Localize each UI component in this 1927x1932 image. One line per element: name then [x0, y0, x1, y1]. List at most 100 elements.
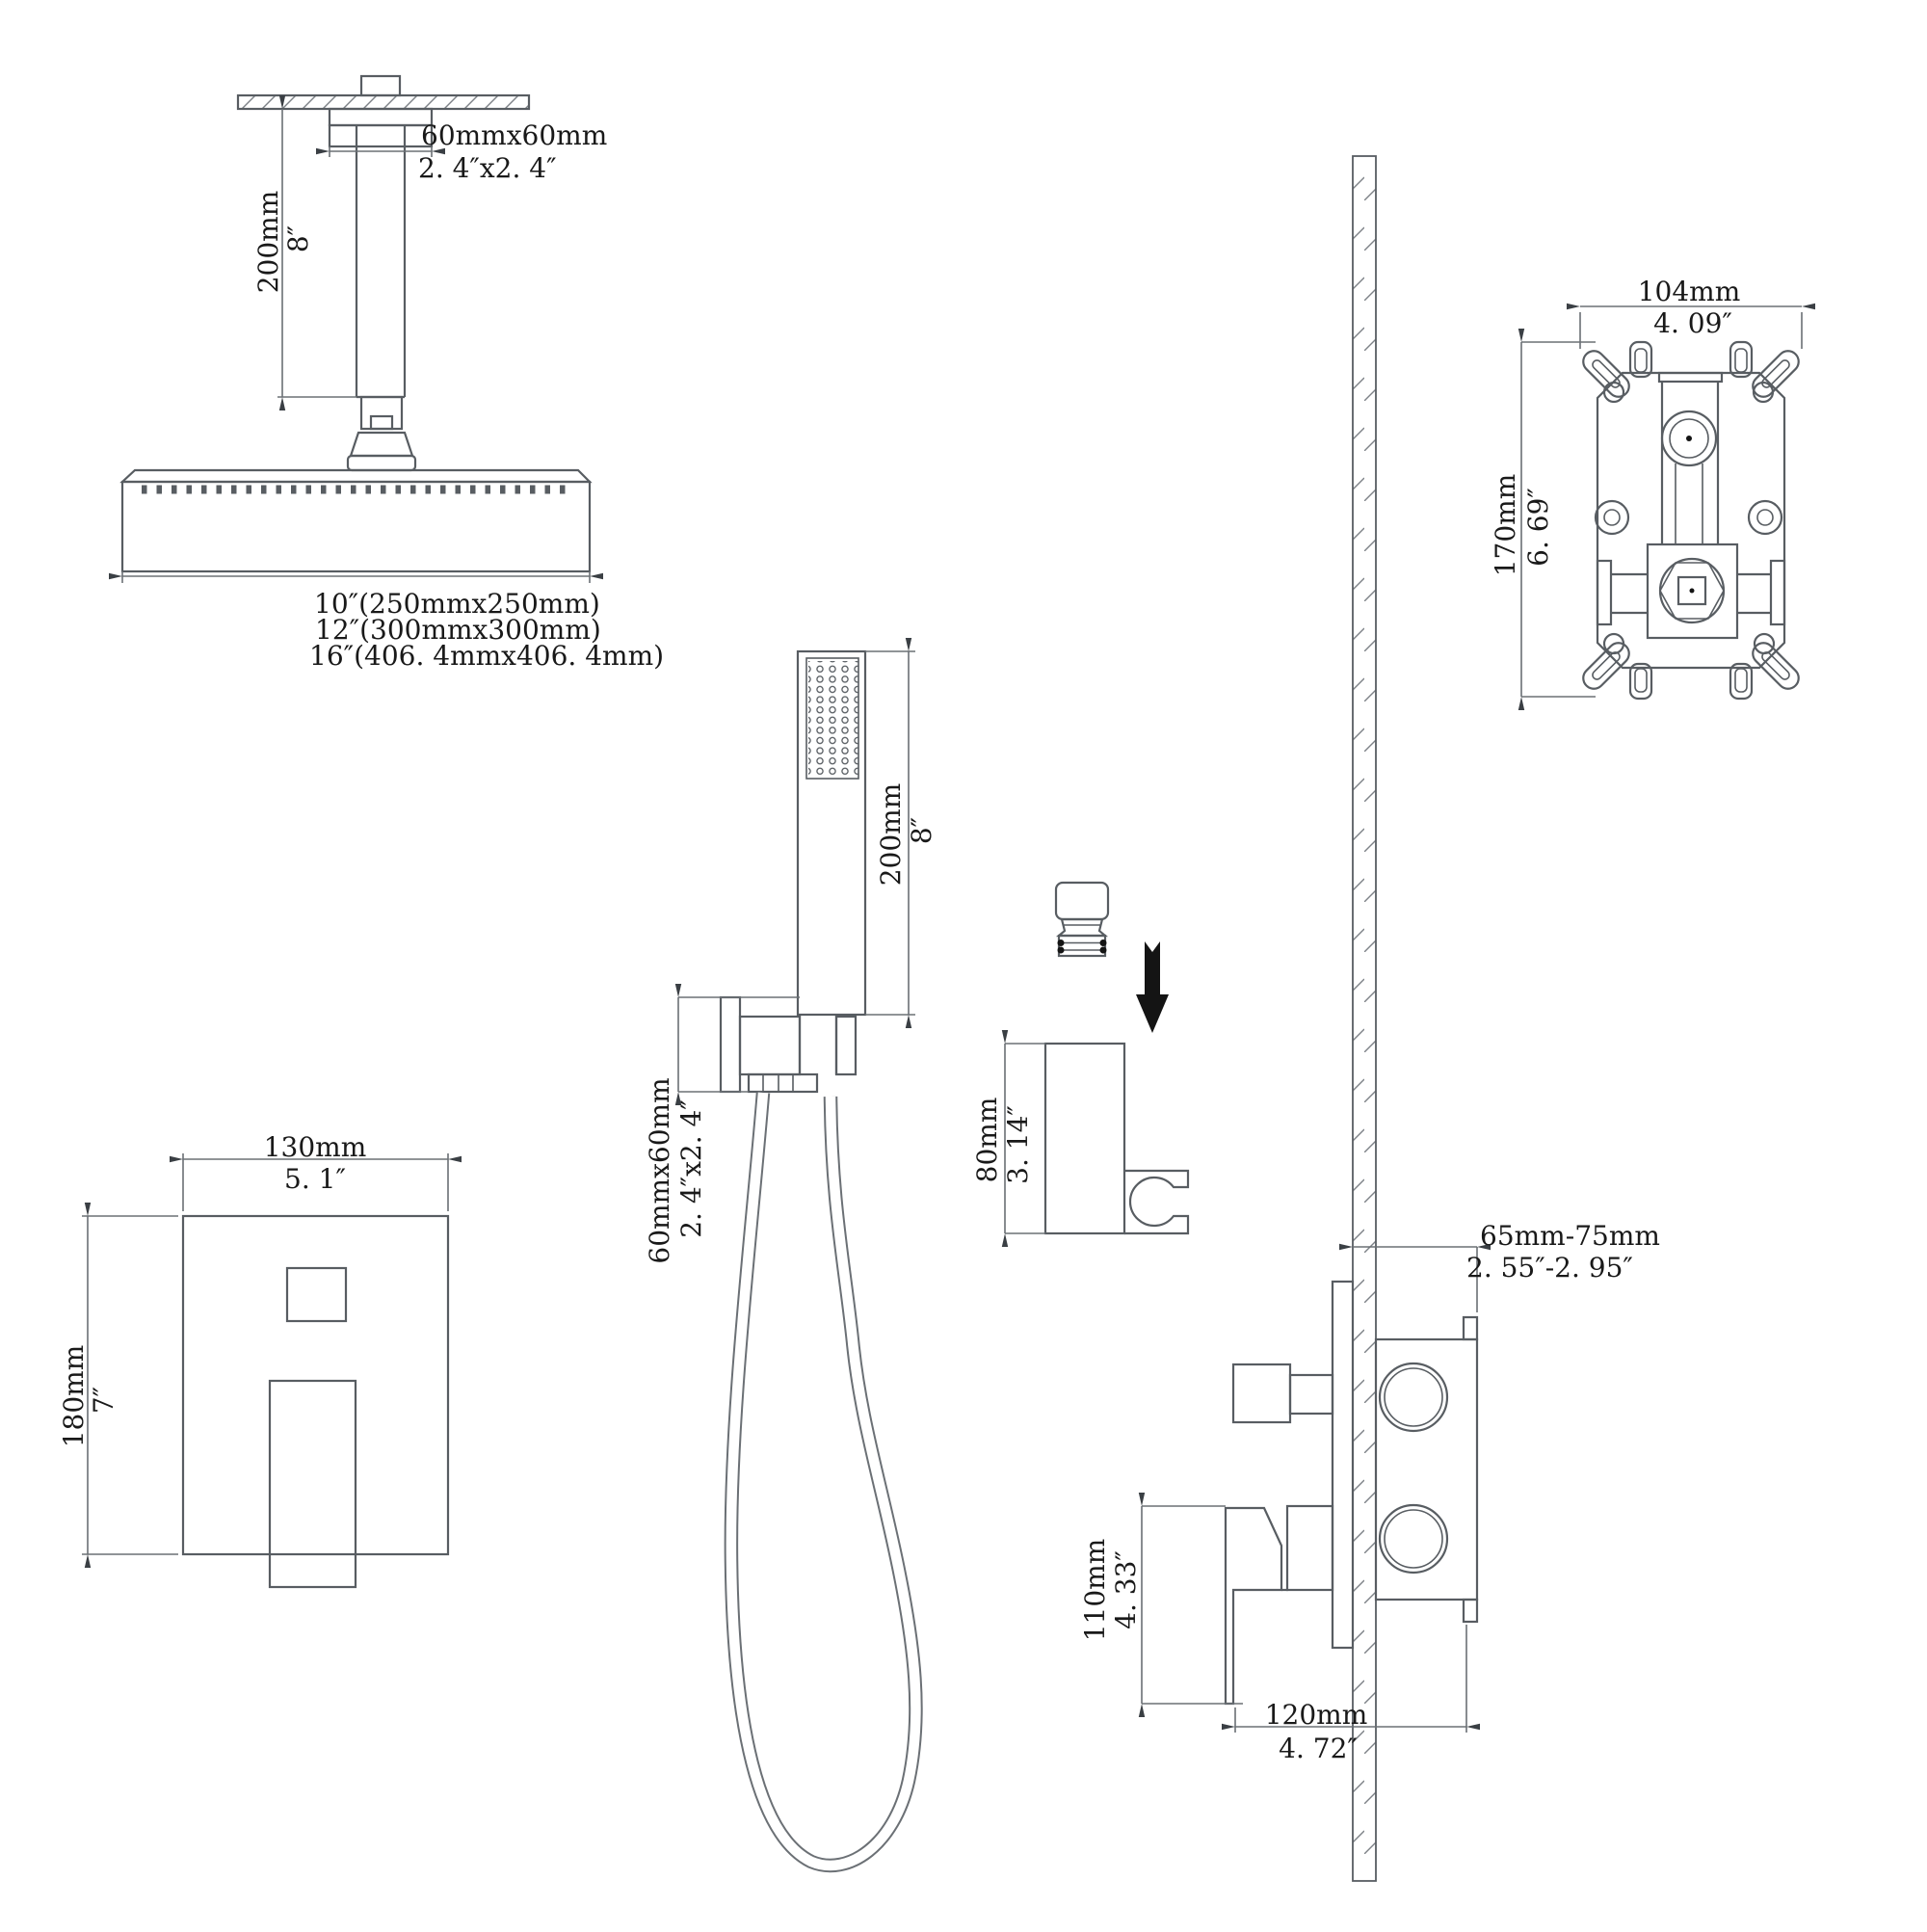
valve-clip-top [1462, 1315, 1479, 1341]
bracket-size-label-in: 2. 4″x2. 4″ [675, 1099, 707, 1238]
cartridge-hex [1659, 562, 1725, 620]
screw-hole [1602, 381, 1625, 404]
mixer-handle-side [1224, 1506, 1283, 1706]
arm-section-label-in: 2. 4″x2. 4″ [418, 152, 557, 184]
wand-bracket-right-block [834, 1015, 858, 1076]
base-width-label-mm: 120mm [1265, 1699, 1368, 1731]
holder-c-clip [1124, 1169, 1190, 1235]
bracket-size-label-mm: 60mmx60mm [644, 1077, 675, 1263]
head-size-option-1: 10″(250mmx250mm) [314, 588, 600, 620]
top-pipe-inner [1675, 463, 1703, 544]
shower-head-lip [119, 468, 593, 484]
top-port-inner [1669, 418, 1709, 459]
ceiling-flange-skirt [328, 123, 434, 148]
plate-width-label-mm: 130mm [264, 1131, 367, 1163]
handle-height-extension-lines [1142, 1505, 1243, 1705]
valve-box-outline [1596, 371, 1786, 670]
handle-height-label-in: 4. 33″ [1110, 1550, 1142, 1629]
cartridge-center-dot [1689, 588, 1695, 594]
plate-height-label-in: 7″ [88, 1387, 119, 1414]
rough-in-valve-figure: 104mm 4. 09″ 170mm 6. 69″ [1490, 276, 1815, 710]
bottom-tab-left [1628, 662, 1653, 701]
wand-handle [798, 1015, 838, 1074]
valve-cartridge-housing [1646, 543, 1739, 640]
side-pipe-right [1737, 572, 1771, 615]
valve-clip-bottom [1462, 1598, 1479, 1624]
head-swivel-cone [349, 431, 414, 458]
mounting-ear-bottom-right [1752, 642, 1800, 690]
down-arrow-icon [1136, 941, 1169, 1033]
mixer-handle-front [268, 1379, 357, 1589]
holder-height-label-mm: 80mm [971, 1098, 1003, 1183]
top-tab-right [1729, 340, 1754, 379]
hand-shower-wand [796, 649, 867, 1017]
diverter-button [285, 1266, 348, 1323]
trim-plate [181, 1214, 450, 1556]
handle-escutcheon-side [1285, 1504, 1334, 1592]
bottom-tab-right-slot [1734, 668, 1748, 693]
shower-arm [355, 125, 407, 399]
plate-width-label-in: 5. 1″ [284, 1163, 346, 1195]
valve-port-upper [1378, 1362, 1449, 1433]
top-pipe [1660, 382, 1720, 544]
head-width-extension-lines [121, 571, 591, 583]
connector-oring-lines [1060, 941, 1104, 951]
shower-hose-outline [724, 1092, 923, 1873]
ceiling-flange [328, 107, 434, 127]
top-tab-left-slot [1634, 348, 1648, 373]
valve-width-label-mm: 104mm [1638, 276, 1741, 307]
connector-neck [1055, 917, 1109, 938]
wand-bracket-plate [719, 995, 742, 1094]
head-size-option-3: 16″(406. 4mmx406. 4mm) [309, 640, 664, 672]
connector-cap [1054, 881, 1110, 921]
top-port-center [1686, 436, 1692, 441]
wall-depth-label-mm: 65mm-75mm [1480, 1220, 1660, 1252]
plate-width-extension-lines [182, 1153, 449, 1211]
valve-body-side [1374, 1337, 1479, 1601]
plate-height-label-mm: 180mm [58, 1345, 90, 1448]
valve-height-label-in: 6. 69″ [1522, 488, 1554, 567]
valve-width-label-in: 4. 09″ [1653, 307, 1732, 339]
holder-height-label-in: 3. 14″ [1002, 1105, 1034, 1184]
mounting-ear-bottom-left [1582, 642, 1630, 690]
wand-bracket-left-block [738, 1015, 802, 1076]
mount-boss-right [1747, 499, 1783, 536]
valve-port-lower [1378, 1503, 1449, 1575]
screw-hole [1602, 632, 1625, 655]
hand-shower-figure: 200mm 8″ 60mmx60mm 2. 4″x2. 4″ [644, 638, 937, 1873]
valve-port-upper-inner [1384, 1367, 1443, 1427]
holder-figure: 80mm 3. 14″ [971, 881, 1190, 1247]
arm-connector [359, 395, 404, 431]
head-size-option-2: 12″(300mmx300mm) [315, 614, 601, 646]
trim-plate-figure: 130mm 5. 1″ 180mm 7″ [58, 1131, 462, 1589]
top-tab-left [1628, 340, 1653, 379]
valve-height-label-mm: 170mm [1490, 474, 1521, 577]
hose-nut-ridges [762, 1074, 794, 1092]
head-swivel-rim [346, 454, 417, 472]
bottom-tab-right [1729, 662, 1754, 701]
wall-hatch [1352, 155, 1377, 1882]
mount-boss-left [1594, 499, 1630, 536]
shower-head-body [120, 480, 592, 573]
handle-height-label-mm: 110mm [1079, 1539, 1111, 1642]
top-tab-right-slot [1734, 348, 1748, 373]
arm-section-label-mm: 60mmx60mm [421, 119, 607, 151]
valve-port-lower-inner [1384, 1509, 1443, 1569]
oring-dot [1099, 946, 1107, 954]
ceiling-hatch [236, 93, 531, 111]
screw-hole [1753, 632, 1776, 655]
hose-nut [747, 1072, 819, 1094]
valve-side-view-figure: 65mm-75mm 2. 55″-2. 95″ 110mm 4. 33″ 120… [1079, 1220, 1660, 1764]
mount-boss-left-hole [1603, 509, 1621, 526]
bracket-size-extension-lines [678, 996, 800, 1093]
arm-connector-inner [369, 414, 394, 431]
top-port-cap [1657, 371, 1724, 384]
diverter-knob-side [1231, 1363, 1292, 1424]
screw-hole [1752, 381, 1775, 404]
arm-length-label-mm: 200mm [252, 191, 284, 294]
mounting-ear-top-left [1582, 350, 1630, 398]
ceiling-pipe-stub [359, 74, 402, 97]
diverter-stem-side [1288, 1373, 1334, 1416]
